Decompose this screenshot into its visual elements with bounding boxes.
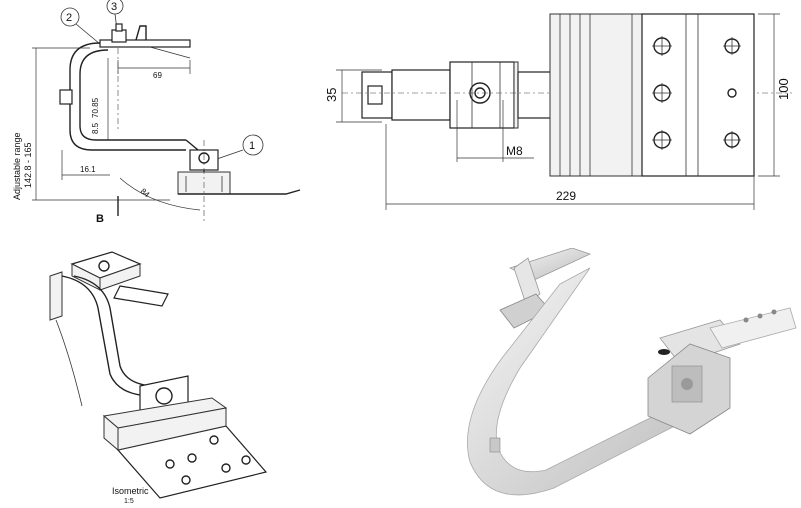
svg-text:16.1: 16.1 [80, 165, 96, 174]
svg-text:Adjustable range: Adjustable range [12, 132, 22, 200]
svg-text:M8: M8 [506, 144, 523, 158]
side-view-drawing: 2 3 1 Adjustable range 142.8 - 165 69 [12, 0, 301, 225]
dim-35: 35 [324, 69, 382, 123]
dim-100: 100 [758, 13, 791, 177]
isometric-caption: Isometric 1:5 [112, 486, 149, 505]
svg-text:B: B [96, 213, 104, 225]
svg-text:100: 100 [776, 78, 791, 100]
svg-text:Isometric: Isometric [112, 486, 149, 496]
iso-top-clamp [49, 251, 169, 321]
iso-hook-arm [55, 275, 153, 407]
isometric-view-drawing: Isometric 1:5 [49, 251, 268, 505]
svg-text:3: 3 [111, 1, 117, 13]
dim-m8: M8 [456, 100, 534, 162]
svg-text:70.85: 70.85 [91, 97, 100, 118]
dim-229: 229 [385, 124, 755, 210]
dim-16-1: 16.1 [61, 150, 110, 180]
iso-bracket [102, 375, 228, 452]
svg-text:69: 69 [153, 71, 162, 80]
base-bracket [177, 139, 301, 222]
dim-69: 69 [117, 60, 191, 80]
top-view-drawing: 35 [324, 13, 792, 210]
section-b: B [96, 196, 119, 225]
svg-text:142.8 - 165: 142.8 - 165 [23, 142, 33, 188]
top-clamp-plate [99, 23, 191, 59]
svg-text:229: 229 [556, 189, 576, 203]
svg-text:1:5: 1:5 [124, 498, 134, 505]
adjustable-range-label: Adjustable range 142.8 - 165 [12, 132, 33, 200]
svg-text:2: 2 [66, 12, 72, 24]
svg-text:1: 1 [249, 140, 255, 152]
rail-profile [549, 13, 643, 177]
mounting-hole-icon [652, 36, 741, 150]
hook-arm [59, 42, 186, 151]
dim-8-5: 8.5 [91, 122, 100, 134]
svg-text:35: 35 [324, 88, 339, 102]
dim-70-85: 70.85 [91, 97, 100, 118]
iso-mounting-hole-icon [165, 435, 251, 485]
callout-2: 2 [60, 7, 101, 45]
callout-1: 1 [213, 134, 264, 161]
svg-text:8.5: 8.5 [91, 122, 100, 134]
product-render-image [467, 248, 797, 496]
